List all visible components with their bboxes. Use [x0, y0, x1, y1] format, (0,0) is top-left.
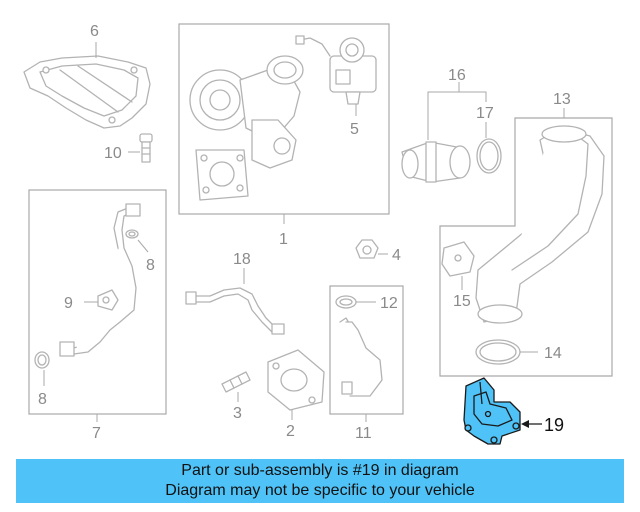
stud-part — [221, 371, 251, 393]
callout-4: 4 — [392, 247, 401, 264]
plug-part — [355, 239, 379, 259]
seal-part — [335, 295, 357, 309]
callout-13: 13 — [553, 91, 571, 108]
actuator-part — [295, 35, 377, 105]
callout-19-arrowhead — [521, 420, 529, 428]
callout-7: 7 — [92, 425, 101, 442]
callout-15: 15 — [453, 293, 471, 310]
highlighted-bracket-part-19 — [463, 377, 521, 445]
info-banner: Part or sub-assembly is #19 in diagram D… — [16, 459, 624, 503]
callout-19: 19 — [544, 415, 564, 435]
callout-10: 10 — [104, 145, 122, 162]
banjo-fitting-part — [97, 289, 119, 311]
heat-shield-part — [23, 55, 151, 129]
callout-2: 2 — [286, 423, 295, 440]
turbocharger-part — [189, 55, 304, 201]
coupling-part — [401, 141, 471, 183]
group-box-13 — [439, 117, 613, 377]
callout-3: 3 — [233, 405, 242, 422]
charge-pipe-part — [475, 125, 605, 324]
callout-17: 17 — [476, 105, 494, 122]
callout-18: 18 — [233, 251, 251, 268]
callout-9: 9 — [64, 295, 73, 312]
oil-return-pipe-part — [339, 317, 383, 397]
callout-16: 16 — [448, 67, 466, 84]
pipe-bracket-part — [441, 241, 475, 277]
callout-6: 6 — [90, 23, 99, 40]
banner-line-1: Part or sub-assembly is #19 in diagram — [181, 462, 459, 479]
coolant-line-part — [59, 203, 141, 357]
callout-11: 11 — [355, 425, 372, 442]
bolt-part — [139, 133, 153, 163]
callout-5: 5 — [350, 121, 359, 138]
callout-12: 12 — [380, 295, 398, 312]
o-ring-part — [476, 138, 502, 174]
oil-line-part — [185, 287, 285, 335]
washer-part-lower — [34, 351, 50, 369]
callout-8-upper: 8 — [146, 257, 155, 274]
gasket-part — [267, 349, 325, 411]
pipe-o-ring-part — [475, 339, 521, 365]
callout-1: 1 — [279, 231, 288, 248]
callout-8-lower: 8 — [38, 391, 47, 408]
callout-14: 14 — [544, 345, 562, 362]
banner-line-2: Diagram may not be specific to your vehi… — [165, 482, 475, 499]
washer-part-upper — [125, 229, 139, 239]
